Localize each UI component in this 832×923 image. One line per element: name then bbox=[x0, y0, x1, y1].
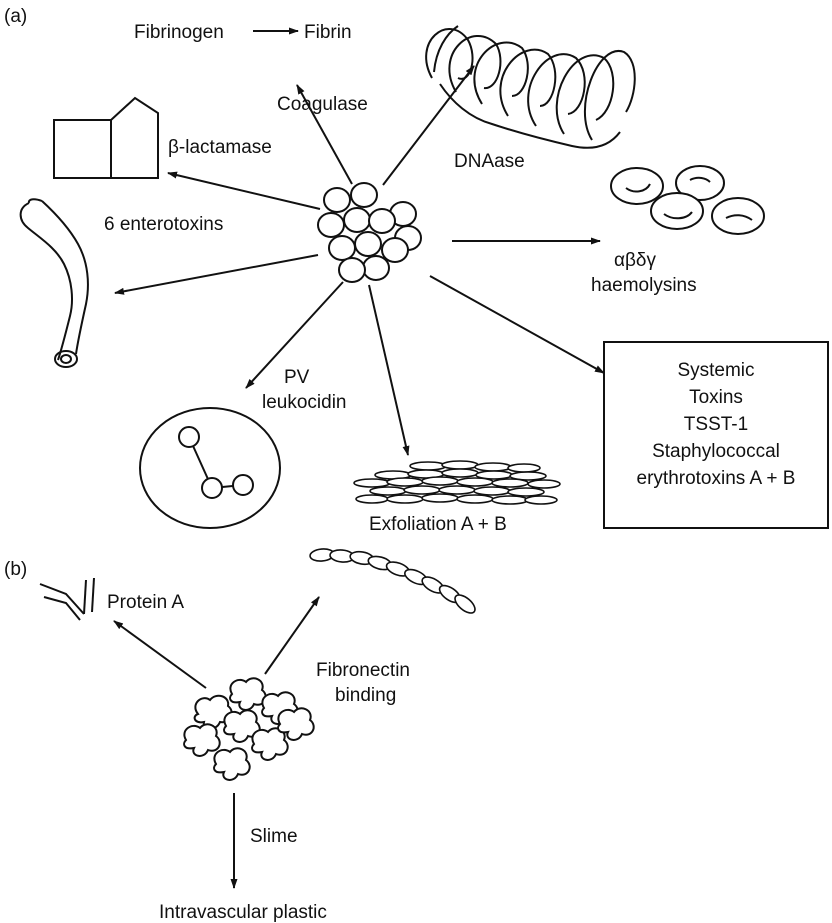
toxins-label: Toxins bbox=[689, 387, 743, 408]
staphylococcal-label: Staphylococcal bbox=[652, 441, 780, 462]
arrow-to-systemic-toxins bbox=[430, 276, 604, 373]
arrow-to-exfoliation bbox=[369, 285, 408, 455]
beta-lactam-ring-icon bbox=[54, 98, 158, 178]
arrow-to-beta-lactamase bbox=[168, 173, 320, 209]
arrow-to-protein-a bbox=[114, 621, 206, 688]
erythrotoxins-label: erythrotoxins A + B bbox=[637, 468, 796, 489]
coagulase-label: Coagulase bbox=[277, 94, 368, 115]
fibronectin-label: Fibronectin bbox=[316, 660, 410, 681]
systemic-label: Systemic bbox=[677, 360, 754, 381]
leukocyte-cell-icon bbox=[140, 408, 280, 528]
systemic-toxins-box: Systemic Toxins TSST-1 Staphylococcal er… bbox=[604, 342, 828, 528]
fibrinogen-label: Fibrinogen bbox=[134, 22, 224, 43]
staphylococcus-cluster-icon bbox=[318, 183, 421, 282]
fibrin-label: Fibrin bbox=[304, 22, 352, 43]
protein-a-label: Protein A bbox=[107, 592, 184, 613]
haemolysins-label: haemolysins bbox=[591, 275, 697, 296]
binding-label: binding bbox=[335, 685, 396, 706]
skin-cells-icon bbox=[354, 461, 560, 504]
intestine-tube-icon bbox=[21, 199, 88, 367]
intravascular-plastic-label: Intravascular plastic bbox=[159, 902, 327, 923]
fibronectin-chain-icon bbox=[310, 548, 479, 616]
slime-label: Slime bbox=[250, 826, 298, 847]
exfoliation-label: Exfoliation A + B bbox=[369, 514, 507, 535]
enterotoxins-label: 6 enterotoxins bbox=[104, 214, 223, 235]
arrow-to-fibronectin bbox=[265, 597, 319, 674]
haemolysins-greek-label: αβδγ bbox=[614, 250, 656, 271]
arrow-to-enterotoxins bbox=[115, 255, 318, 293]
panel-a-label: (a) bbox=[4, 6, 27, 27]
red-blood-cells-icon bbox=[611, 166, 764, 234]
irregular-cell-cluster-icon bbox=[184, 678, 314, 780]
dnaase-label: DNAase bbox=[454, 151, 525, 172]
leukocidin-label: leukocidin bbox=[262, 392, 347, 413]
tsst1-label: TSST-1 bbox=[684, 414, 748, 435]
beta-lactamase-label: β-lactamase bbox=[168, 137, 272, 158]
pv-label: PV bbox=[284, 367, 310, 388]
panel-b-label: (b) bbox=[4, 559, 27, 580]
antibody-icon bbox=[40, 578, 94, 620]
